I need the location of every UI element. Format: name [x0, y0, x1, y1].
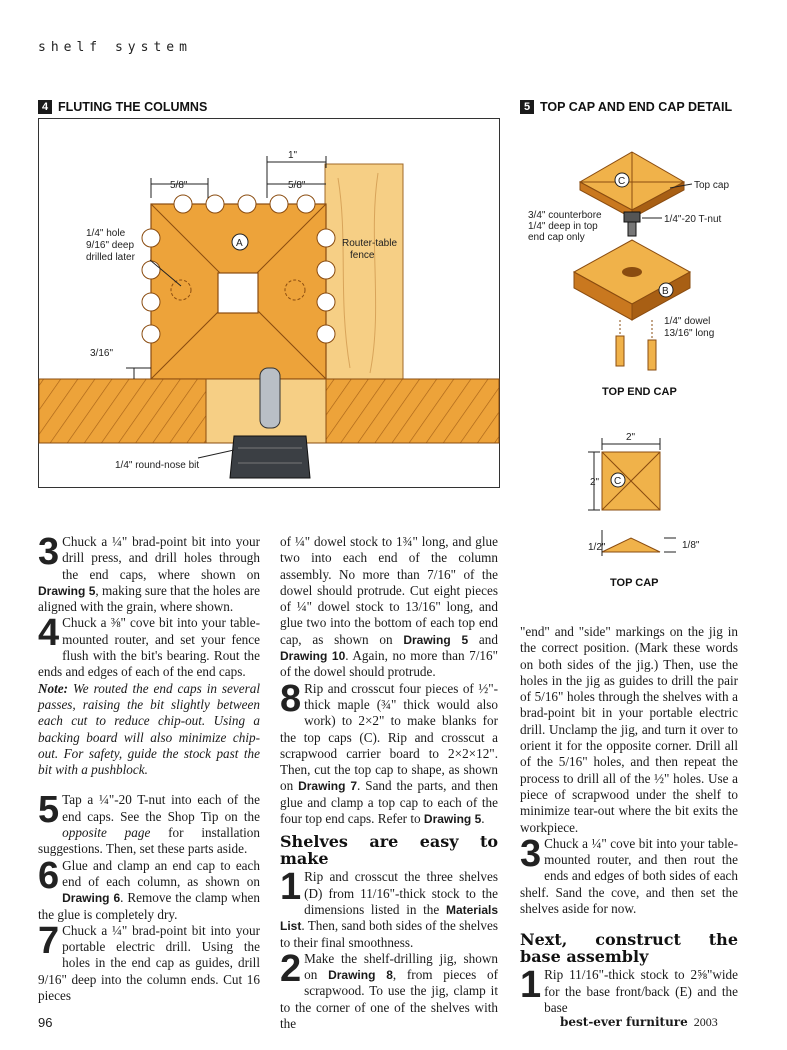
fence-grain	[337, 172, 379, 374]
figure-4-number: 4	[38, 100, 52, 114]
figure-5-drawing: C Top cap 3/4" counterbore 1/4" deep in …	[528, 151, 729, 589]
router-table-fence	[324, 163, 404, 380]
dowel-label-line-2: 13/16" long	[664, 328, 714, 339]
shelves-step-1-number: 1	[280, 866, 302, 909]
bit-label: 1/4" round-nose bit	[115, 460, 199, 471]
counterbore-line-3: end cap only	[528, 232, 585, 243]
footer-book-title: best-ever furniture 2003	[560, 1015, 718, 1029]
hole-label-line-2: 9/16" deep	[86, 240, 134, 251]
part-b-label: B	[662, 286, 669, 297]
top-cap-label: Top cap	[694, 180, 729, 191]
figure-5-heading: 5 TOP CAP AND END CAP DETAIL	[520, 100, 732, 114]
dim-3-16: 3/16"	[90, 348, 113, 359]
jig-para: "end" and "side" markings on the jig in …	[520, 624, 738, 835]
top-cap-caption: TOP CAP	[610, 577, 659, 589]
part-a-marker	[231, 233, 249, 251]
figure-4-heading: 4 FLUTING THE COLUMNS	[38, 100, 207, 114]
shelves-step-3-number: 3	[520, 832, 542, 875]
top-cap-side-view	[601, 530, 676, 556]
text-column-3: "end" and "side" markings on the jig in …	[520, 624, 738, 1016]
top-cap-pyramid	[578, 151, 686, 219]
step-7-number: 7	[38, 919, 60, 962]
subhead-shelves: Shelves are easy to make	[280, 832, 498, 869]
subhead-base-assembly: Next, construct the base assembly	[520, 930, 738, 967]
fence-label-line-1: Router-table	[342, 238, 397, 249]
dowel-label-line-1: 1/4" dowel	[664, 316, 710, 327]
step-4-number: 4	[38, 612, 60, 655]
dowels	[615, 320, 657, 371]
drilled-hole-marker	[170, 279, 192, 301]
dim-half: 1/2"	[588, 542, 606, 553]
end-cap-b	[572, 239, 692, 321]
t-nut	[623, 211, 641, 237]
end-cap-a	[141, 194, 336, 380]
dim-5-8-left: 5/8"	[170, 180, 188, 191]
base-step-1-number: 1	[520, 964, 542, 1007]
part-a-label: A	[236, 238, 243, 249]
part-c-plan-label: C	[614, 476, 621, 487]
figure-4-title: FLUTING THE COLUMNS	[58, 100, 208, 114]
dim-1-inch: 1"	[288, 150, 298, 161]
part-c-plan-marker	[610, 472, 626, 488]
part-b-marker	[658, 282, 674, 298]
counterbore-line-1: 3/4" counterbore	[528, 210, 602, 221]
dim-2-width: 2"	[626, 432, 636, 443]
note-para: Note: We routed the end caps in several …	[38, 680, 260, 778]
part-c-marker	[614, 172, 630, 188]
step-8-number: 8	[280, 677, 302, 720]
dim-eighth: 1/8"	[682, 540, 700, 551]
step-3-number: 3	[38, 531, 60, 573]
counterbore-line-2: 1/4" deep in top	[528, 221, 598, 232]
tnut-label: 1/4"-20 T-nut	[664, 214, 722, 225]
running-header: shelf system	[38, 40, 192, 55]
plan-dimensions	[588, 438, 661, 511]
page-number: 96	[38, 1015, 53, 1030]
step-6-number: 6	[38, 854, 60, 897]
figure-5-title: TOP CAP AND END CAP DETAIL	[540, 100, 733, 114]
figure-4-drawing: 1" 5/8" 5/8" 1/4" hole 9/16" deep drille…	[38, 118, 500, 488]
hole-label-line-3: drilled later	[86, 252, 136, 263]
dim-5-8-right: 5/8"	[288, 180, 306, 191]
center-square-hole	[217, 272, 259, 314]
dimension-lines	[126, 156, 327, 459]
round-nose-bit	[229, 367, 311, 479]
fence-label-line-2: fence	[350, 250, 375, 261]
shelves-step-2-number: 2	[280, 947, 302, 990]
dowel-para: of ¼" dowel stock to 1¾" long, and glue …	[280, 534, 498, 680]
part-c-label: C	[618, 176, 625, 187]
step-5-number: 5	[38, 789, 60, 832]
drawing-ref: Drawing 5	[38, 583, 96, 598]
top-end-cap-caption: TOP END CAP	[602, 386, 677, 398]
text-column-2: of ¼" dowel stock to 1¾" long, and glue …	[280, 534, 498, 1032]
hole-label-line-1: 1/4" hole	[86, 228, 126, 239]
dim-2-height: 2"	[590, 477, 600, 488]
figure-5-number: 5	[520, 100, 534, 114]
